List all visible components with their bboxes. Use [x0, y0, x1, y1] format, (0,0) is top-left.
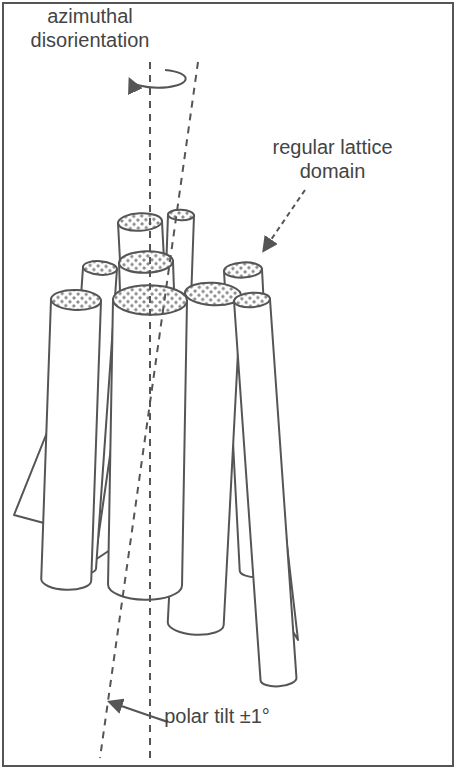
lattice-end — [234, 292, 271, 309]
tilted-axis — [100, 62, 198, 758]
annotation-label: regular lattice domain — [250, 135, 415, 183]
lattice-end — [83, 260, 118, 276]
lattice-end — [119, 250, 174, 273]
rod — [234, 292, 297, 688]
lattice-end — [51, 289, 102, 311]
frame — [3, 3, 453, 766]
tilt-arrow — [110, 702, 168, 722]
rod-body — [41, 299, 101, 591]
rod — [108, 285, 187, 601]
annotation-label: azimuthal disorientation — [10, 4, 170, 52]
annotation-label: polar tilt ±1° — [162, 704, 272, 728]
lattice-end — [184, 281, 241, 306]
rod — [41, 289, 101, 591]
leader-line — [264, 190, 305, 250]
lattice-end — [118, 212, 163, 232]
azimuth-arrow — [130, 70, 186, 88]
rod-body — [108, 299, 187, 600]
lattice-end — [224, 261, 263, 278]
lattice-end — [168, 209, 194, 220]
rod-body — [234, 299, 297, 688]
